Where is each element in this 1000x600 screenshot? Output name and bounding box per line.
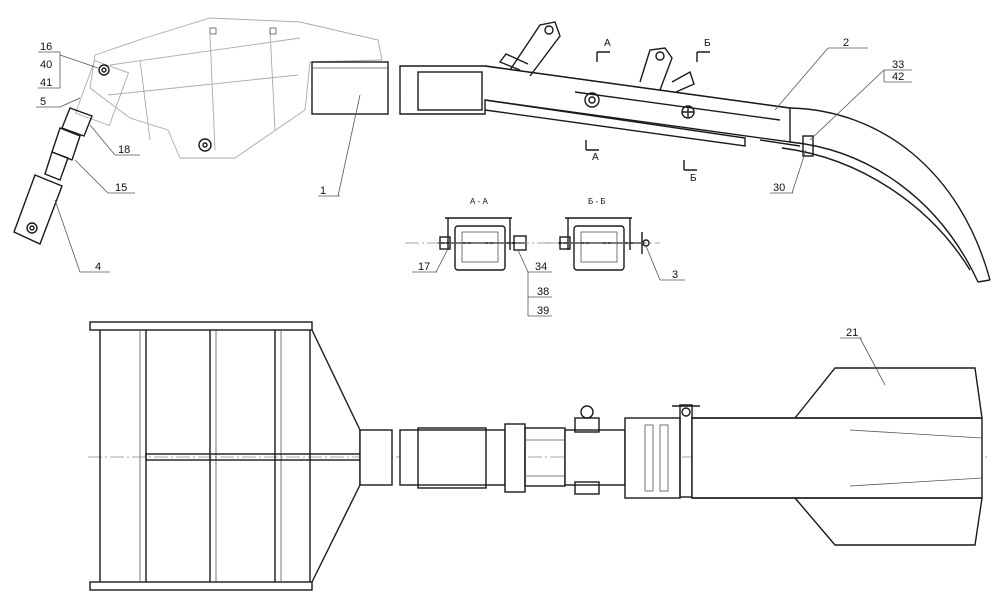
plan-beam xyxy=(399,404,983,499)
coupling-tube xyxy=(311,61,389,115)
callout-21: 21 xyxy=(846,327,858,339)
callouts: 16 40 41 5 18 15 4 1 2 33 42 30 17 34 xyxy=(36,37,912,386)
cut-mark-b-top: Б xyxy=(704,38,711,49)
callout-15: 15 xyxy=(115,182,127,194)
plan-share xyxy=(794,367,983,546)
section-aa-title: А - А xyxy=(470,197,488,206)
callout-16: 16 xyxy=(40,41,52,53)
callout-38: 38 xyxy=(537,286,549,298)
callout-41: 41 xyxy=(40,77,52,89)
callout-3: 3 xyxy=(672,269,678,281)
cut-mark-a-bottom: А xyxy=(592,152,599,163)
main-beam xyxy=(399,21,791,147)
cut-marks: А А Б Б xyxy=(585,38,711,184)
adjustable-link xyxy=(13,59,130,245)
callout-1: 1 xyxy=(320,185,326,197)
callout-2: 2 xyxy=(843,37,849,49)
section-bb: Б - Б xyxy=(545,197,660,271)
curved-shank xyxy=(759,107,991,283)
plan-frame xyxy=(89,321,393,591)
callout-39: 39 xyxy=(537,305,549,317)
callout-40: 40 xyxy=(40,59,52,71)
callout-5: 5 xyxy=(40,96,46,108)
section-aa: А - А xyxy=(405,197,550,271)
cut-mark-b-bottom: Б xyxy=(690,173,697,184)
callout-42: 42 xyxy=(892,71,904,83)
callout-30: 30 xyxy=(773,182,785,194)
housing-side-view xyxy=(89,17,383,159)
cut-mark-a-top: А xyxy=(604,38,611,49)
callout-4: 4 xyxy=(95,261,101,273)
callout-34: 34 xyxy=(535,261,547,273)
callout-33: 33 xyxy=(892,59,904,71)
section-bb-title: Б - Б xyxy=(588,197,606,206)
callout-17: 17 xyxy=(418,261,430,273)
callout-18: 18 xyxy=(118,144,130,156)
